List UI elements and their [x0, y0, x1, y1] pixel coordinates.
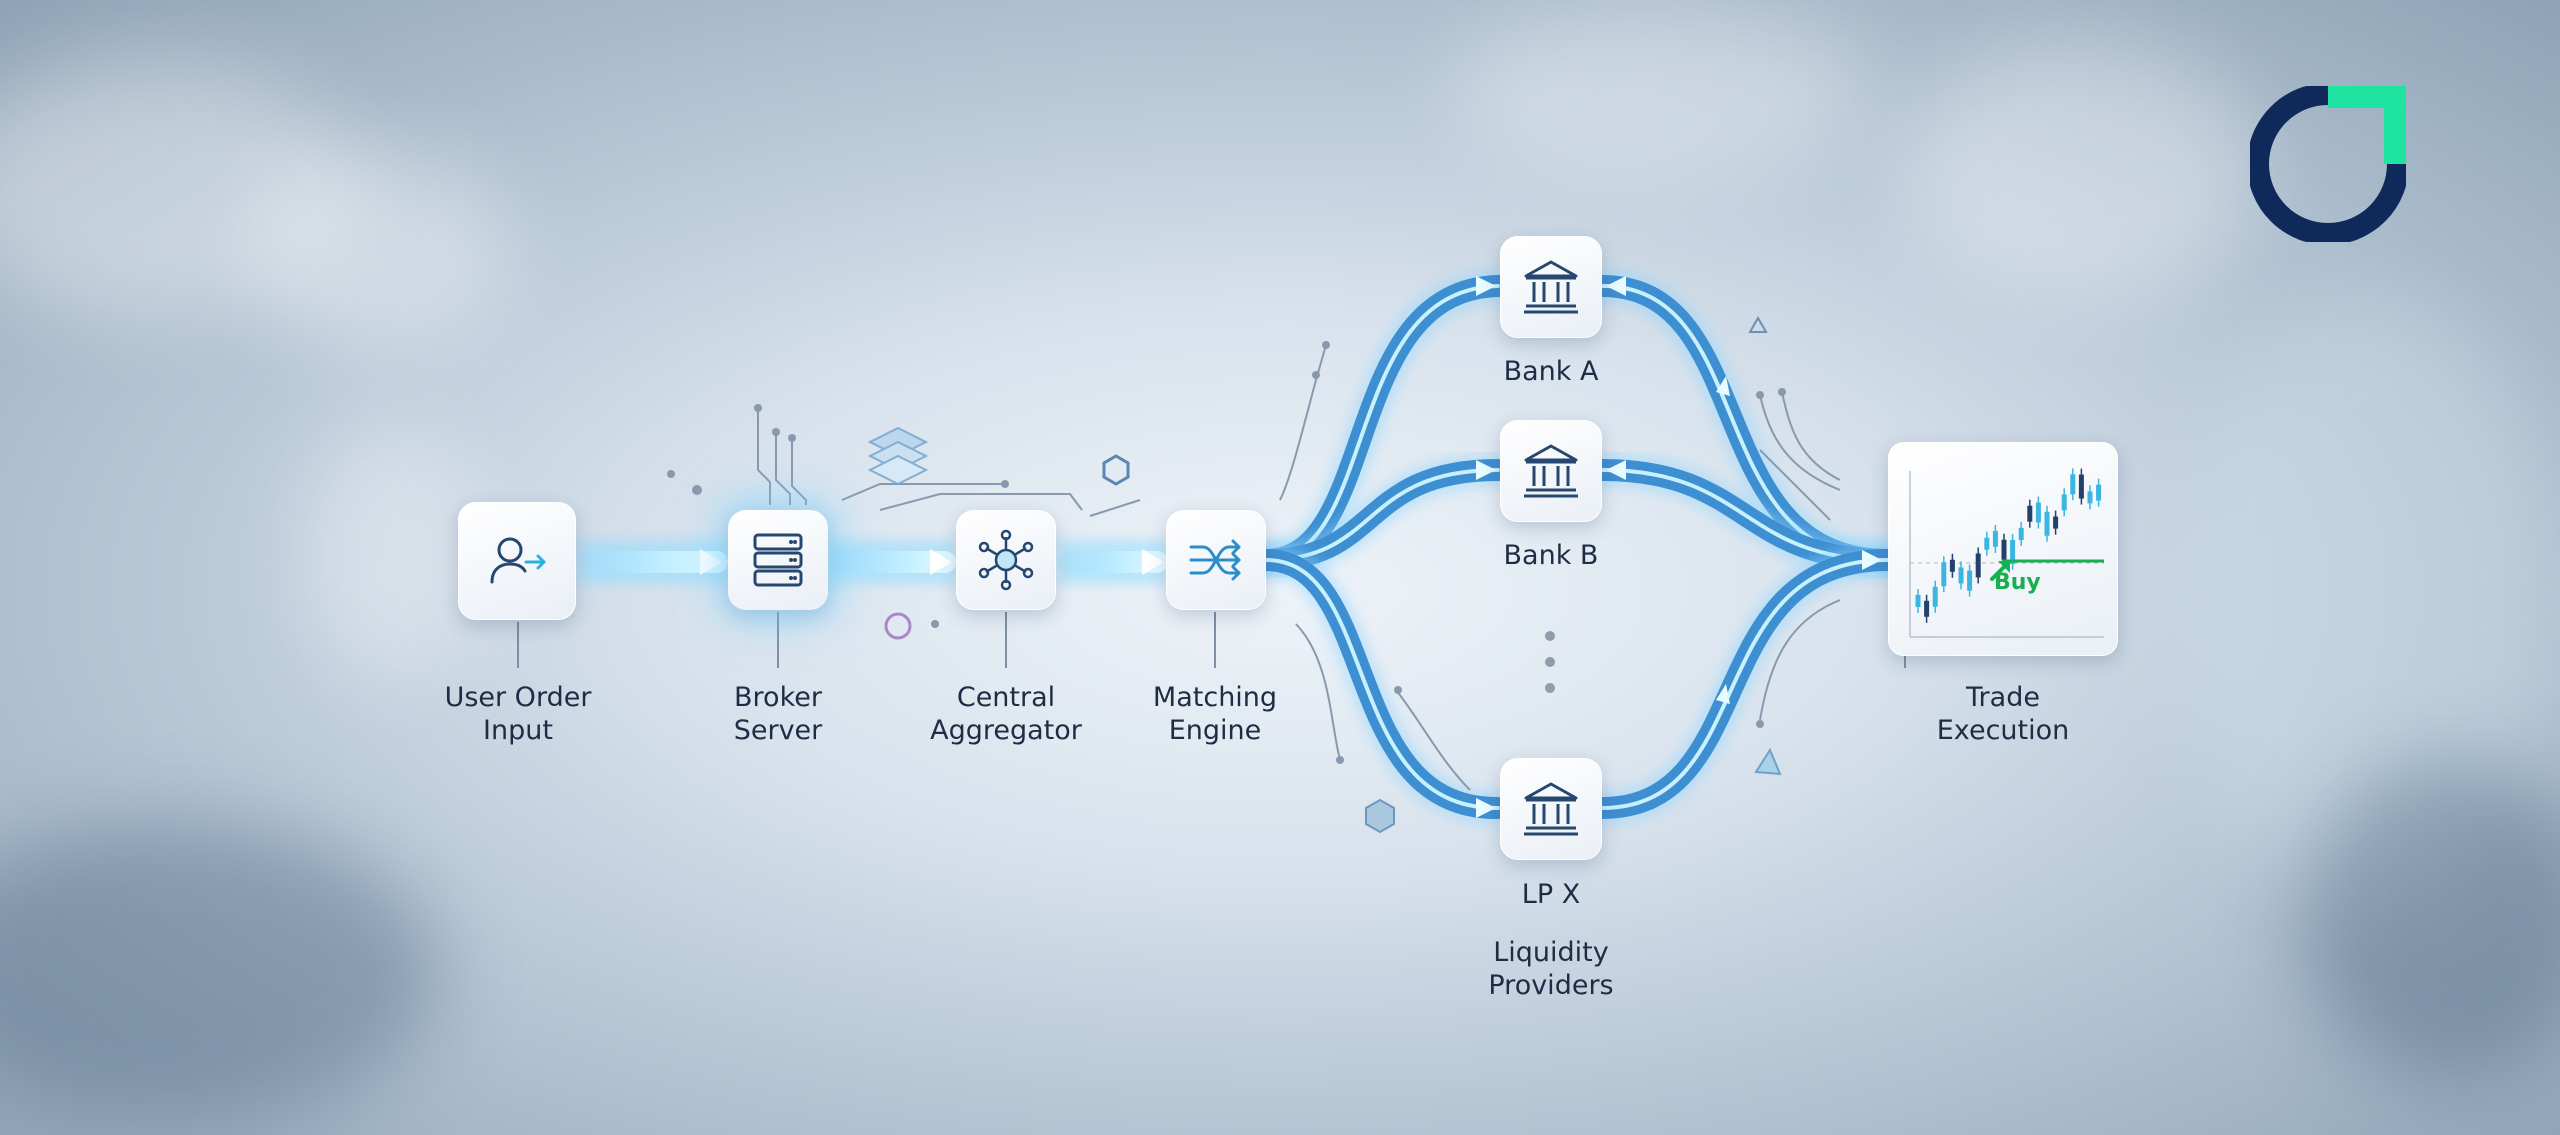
- circuit-traces: [757, 344, 1841, 791]
- central-aggregator-node: [956, 510, 1056, 610]
- matching-engine-node: [1166, 510, 1266, 610]
- shuffle-icon: [1189, 539, 1241, 581]
- background-blob: [250, 150, 510, 350]
- candlestick-chart-icon: [1909, 468, 2104, 638]
- beam-aggregator-to-engine: [1058, 540, 1168, 584]
- background-blob: [300, 420, 480, 680]
- bank-a-node: [1500, 236, 1602, 338]
- trade-execution-node: Buy: [1888, 442, 2118, 656]
- broker-server-node: [728, 510, 828, 610]
- background-blob: [2180, 300, 2560, 900]
- broker-server-label: Broker Server: [733, 682, 823, 746]
- pipe-lp-x-to-execution: [1600, 558, 1890, 810]
- decorative-ring: [884, 612, 912, 640]
- hub-icon: [978, 529, 1034, 591]
- server-icon: [753, 533, 803, 587]
- bank-icon: [1524, 782, 1578, 836]
- bank-icon: [1524, 260, 1578, 314]
- bank-icon: [1524, 444, 1578, 498]
- background-blob: [2300, 760, 2560, 1080]
- user-order-input-label: User Order Input: [444, 682, 592, 746]
- bank-b-label: Bank B: [1503, 540, 1599, 571]
- buy-marker-label: Buy: [1994, 570, 2041, 595]
- beam-broker-to-aggregator: [828, 540, 956, 584]
- bank-a-label: Bank A: [1503, 356, 1599, 387]
- more-providers-ellipsis: [1545, 631, 1555, 693]
- decorative-shapes: [867, 315, 1782, 834]
- background-blob: [1900, 40, 2260, 300]
- logo-ring-icon: [2250, 86, 2406, 242]
- central-aggregator-label: Central Aggregator: [930, 682, 1082, 746]
- flow-arrowheads: [1476, 276, 1882, 818]
- liquidity-providers-label: Liquidity Providers: [1488, 937, 1614, 1001]
- lp-x-node: [1500, 758, 1602, 860]
- background-blob: [1450, 0, 1870, 180]
- user-arrow-icon: [490, 537, 546, 584]
- trade-execution-label: Trade Execution: [1936, 682, 2070, 746]
- pipe-engine-to-lp-x: [1264, 558, 1500, 811]
- matching-engine-label: Matching Engine: [1152, 682, 1278, 746]
- lp-x-label: LP X: [1521, 879, 1581, 910]
- pipe-lp-x-to-execution: [1591, 549, 1899, 819]
- bank-b-node: [1500, 420, 1602, 522]
- beam-user-to-broker: [578, 540, 728, 584]
- user-order-input-node: [458, 502, 576, 620]
- background-blob: [0, 60, 360, 320]
- trace-nodes: [667, 341, 1786, 764]
- background-blob: [0, 820, 440, 1120]
